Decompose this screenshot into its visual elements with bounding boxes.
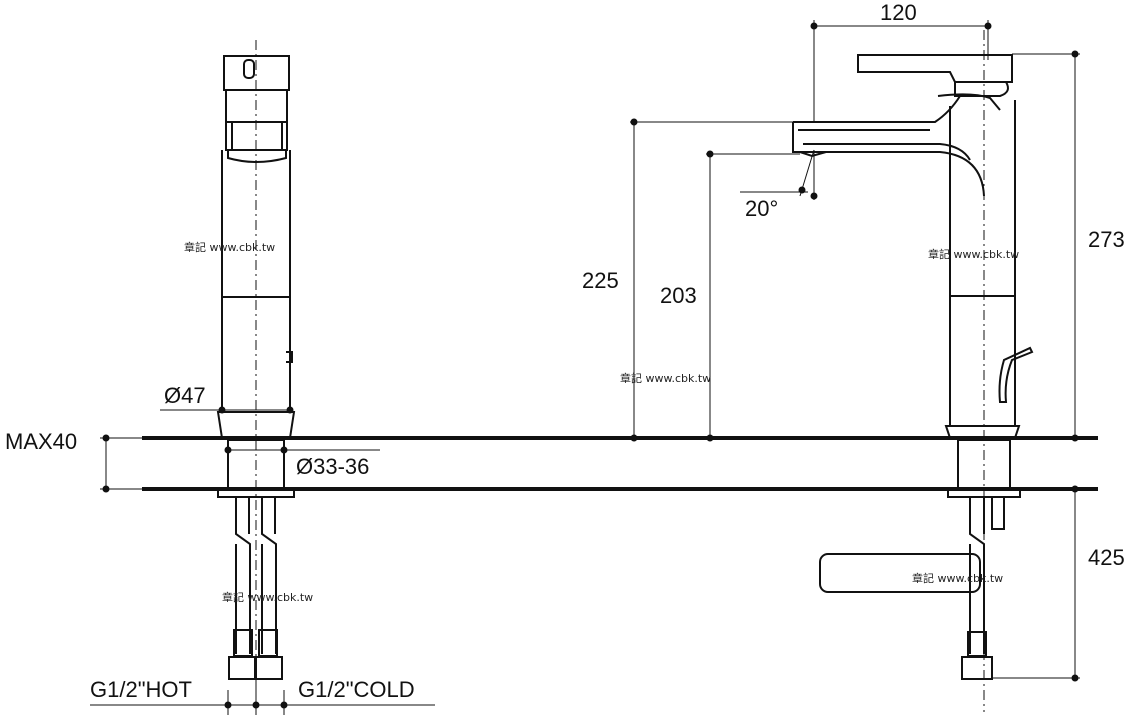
dimension-lines	[90, 20, 1080, 715]
front-view	[216, 55, 296, 680]
label-hot-connection: G1/2"HOT	[90, 677, 192, 702]
dim-body-diameter: Ø47	[164, 383, 206, 408]
dim-hole-diameter: Ø33-36	[296, 454, 369, 479]
watermark: 章記 www.cbk.tw	[222, 590, 313, 604]
countertop	[142, 436, 1098, 491]
watermark: 章記 www.cbk.tw	[912, 571, 1003, 585]
dim-outlet-height: 203	[660, 283, 697, 308]
watermark: 章記 www.cbk.tw	[928, 247, 1019, 261]
dim-spout-height: 225	[582, 268, 619, 293]
dim-width-top: 120	[880, 0, 917, 25]
dim-deck-thickness: MAX40	[5, 429, 77, 454]
side-view	[792, 54, 1034, 680]
dim-height-total: 273	[1088, 227, 1125, 252]
watermark: 章記 www.cbk.tw	[620, 371, 711, 385]
dim-hose-length: 425	[1088, 545, 1125, 570]
watermark: 章記 www.cbk.tw	[184, 240, 275, 254]
dim-spout-angle: 20°	[745, 196, 778, 221]
label-cold-connection: G1/2"COLD	[298, 677, 415, 702]
